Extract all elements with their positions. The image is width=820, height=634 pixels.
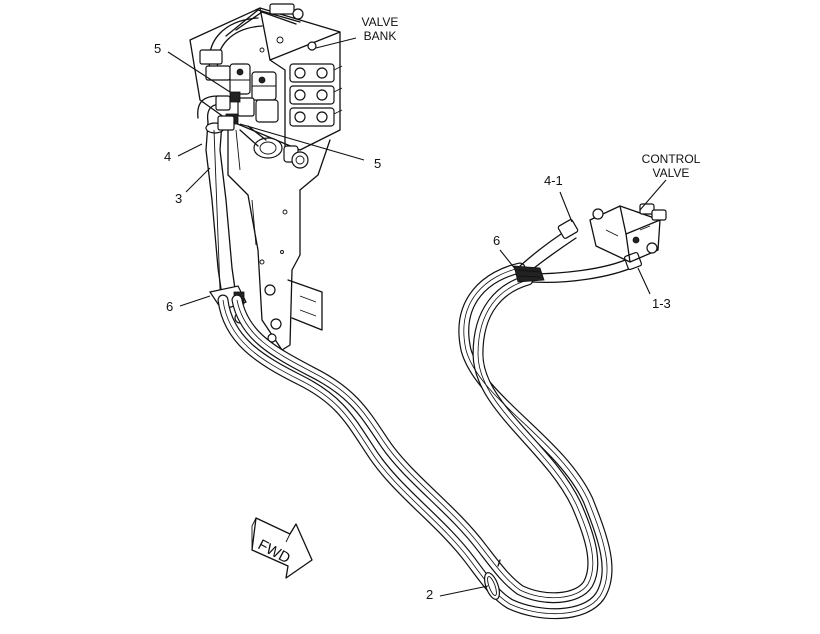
lower-fittings xyxy=(239,125,309,169)
callout-3: 3 xyxy=(175,191,183,206)
main-hose-run xyxy=(217,262,613,620)
control-valve xyxy=(589,203,667,263)
clamp-bottom xyxy=(484,559,501,600)
leader-lines xyxy=(167,37,667,597)
top-plumbing xyxy=(208,3,317,73)
control-valve-label: CONTROL VALVE xyxy=(636,152,706,180)
valve-bank-label-line1: VALVE xyxy=(361,15,399,29)
valve-bank-label: VALVE BANK xyxy=(356,15,404,43)
clamp-right xyxy=(513,265,545,283)
callout-2: 2 xyxy=(426,587,434,602)
mounting-plate xyxy=(227,119,331,351)
hoses-to-control-valve xyxy=(519,219,643,283)
valve-bank-label-line2: BANK xyxy=(363,29,397,43)
control-valve-label-line1: CONTROL xyxy=(641,152,701,166)
callout-6-right: 6 xyxy=(493,233,501,248)
valve-sections xyxy=(289,63,343,127)
fittings-cluster xyxy=(199,49,279,125)
callout-6-left: 6 xyxy=(166,299,174,314)
callout-1-3: 1-3 xyxy=(652,296,671,311)
fwd-arrow xyxy=(251,517,313,579)
callout-5-right: 5 xyxy=(374,156,382,171)
control-valve-label-line2: VALVE xyxy=(652,166,690,180)
hose-left-vertical xyxy=(197,95,237,297)
callout-4: 4 xyxy=(164,149,172,164)
callout-5-top: 5 xyxy=(154,41,162,56)
valve-bank xyxy=(189,3,343,169)
callout-4-1: 4-1 xyxy=(544,173,563,188)
